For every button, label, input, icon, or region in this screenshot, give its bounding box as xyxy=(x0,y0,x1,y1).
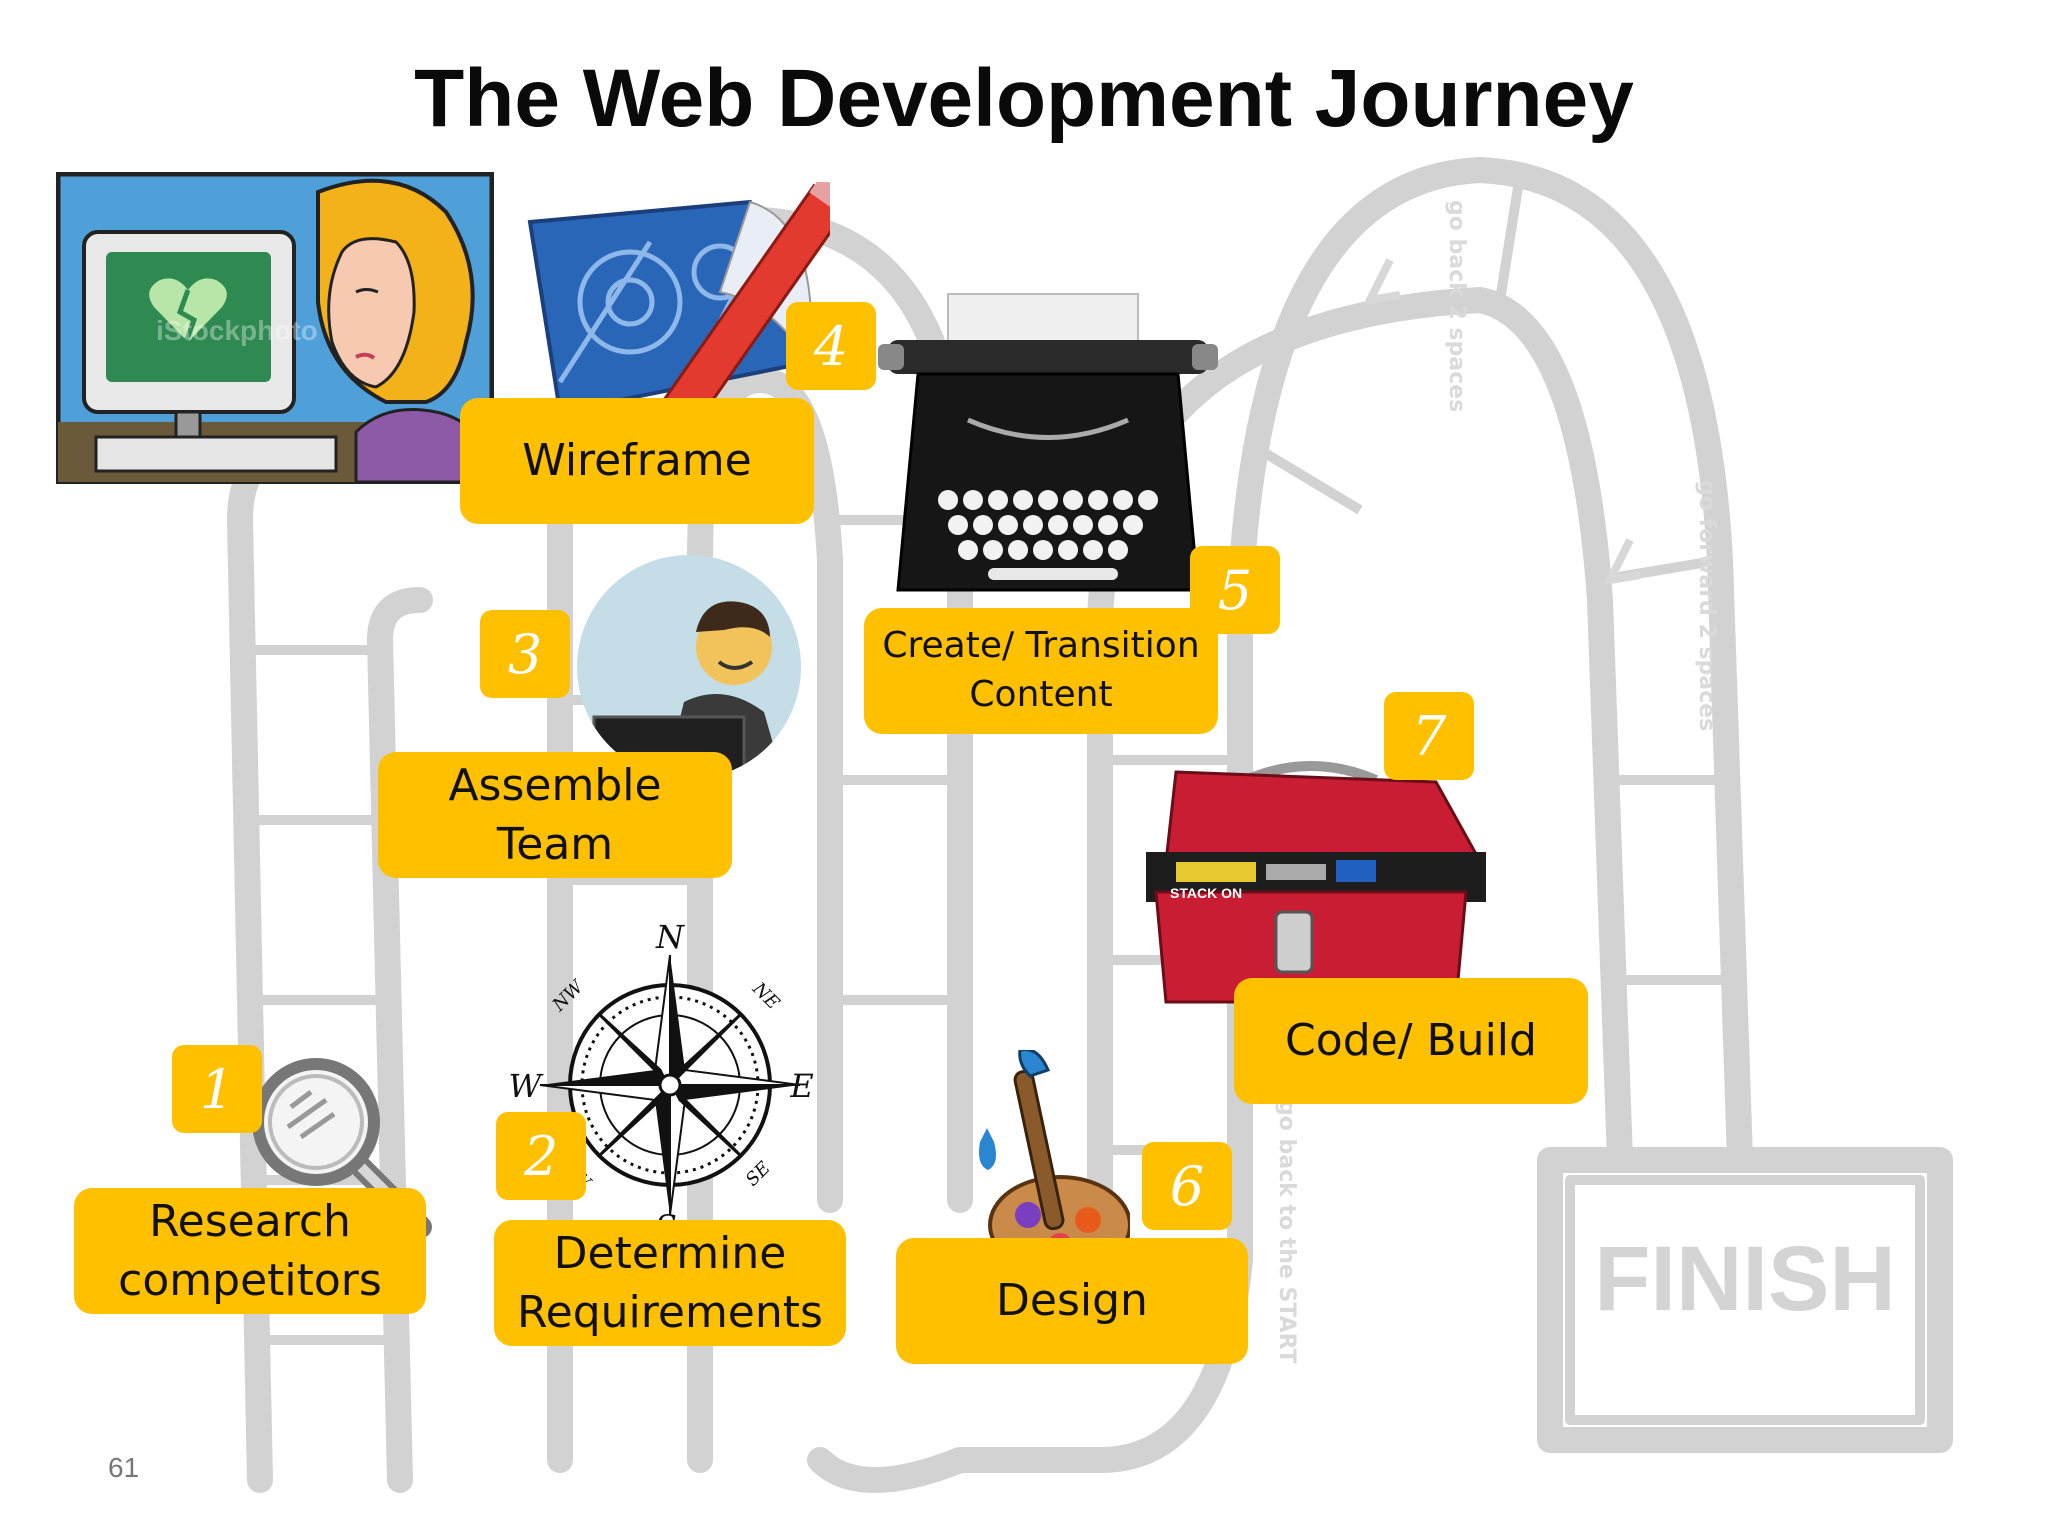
compass-north: N xyxy=(655,920,685,956)
board-square-text-1: go back 2 spaces xyxy=(1444,200,1469,412)
compass-east: E xyxy=(789,1067,813,1105)
step-number-6: 6 xyxy=(1142,1142,1232,1230)
stock-watermark: iStockphoto xyxy=(156,315,318,346)
compass-northwest: NW xyxy=(548,976,589,1017)
step-label-code-build: Code/ Build xyxy=(1234,978,1588,1104)
typewriter-image xyxy=(878,293,1218,592)
step-label-line: competitors xyxy=(118,1255,382,1306)
frustrated-woman-computer-image: iStockphoto xyxy=(56,172,494,484)
toolbox-image: STACK ON xyxy=(1146,761,1486,1004)
step-number-1: 1 xyxy=(172,1045,262,1133)
step-label-line: Code/ Build xyxy=(1285,1015,1537,1067)
step-number-5: 5 xyxy=(1190,546,1280,634)
step-number-7: 7 xyxy=(1384,692,1474,780)
step-label-line: Research xyxy=(149,1195,351,1247)
compass-northeast: NE xyxy=(748,978,784,1014)
page-title: The Web Development Journey xyxy=(414,53,1634,144)
finish-square-label: FINISH xyxy=(1594,1228,1896,1330)
blueprint-pencil-image xyxy=(527,182,830,442)
step-label-line: Determine xyxy=(553,1227,787,1279)
step-number-3: 3 xyxy=(480,610,570,698)
step-label-line: Team xyxy=(496,819,614,870)
compass-west: W xyxy=(509,1067,545,1105)
step-label-line: Content xyxy=(969,674,1113,715)
step-label-line: Wireframe xyxy=(522,435,752,487)
toolbox-brand: STACK ON xyxy=(1170,885,1242,901)
step-label-create-transition-content: Create/ Transition Content xyxy=(864,608,1218,734)
step-label-research-competitors: Research competitors xyxy=(74,1188,426,1314)
step-label-assemble-team: Assemble Team xyxy=(378,752,732,878)
broken-heart-icon xyxy=(149,278,227,342)
step-label-wireframe: Wireframe xyxy=(460,398,814,524)
step-label-line: Create/ Transition xyxy=(882,625,1200,667)
step-label-line: Design xyxy=(996,1275,1148,1327)
step-label-design: Design xyxy=(896,1238,1248,1364)
step-label-determine-requirements: Determine Requirements xyxy=(494,1220,846,1346)
compass-southeast: SE xyxy=(742,1158,775,1191)
team-member-image xyxy=(577,555,801,779)
board-square-text-2: go forward 2 spaces xyxy=(1694,480,1719,731)
step-number-4: 4 xyxy=(786,302,876,390)
step-number-2: 2 xyxy=(496,1112,586,1200)
step-label-line: Requirements xyxy=(517,1287,823,1338)
step-label-line: Assemble xyxy=(448,759,662,811)
board-square-text-3: go back to the START xyxy=(1274,1100,1299,1364)
slide-number: 61 xyxy=(108,1452,140,1483)
